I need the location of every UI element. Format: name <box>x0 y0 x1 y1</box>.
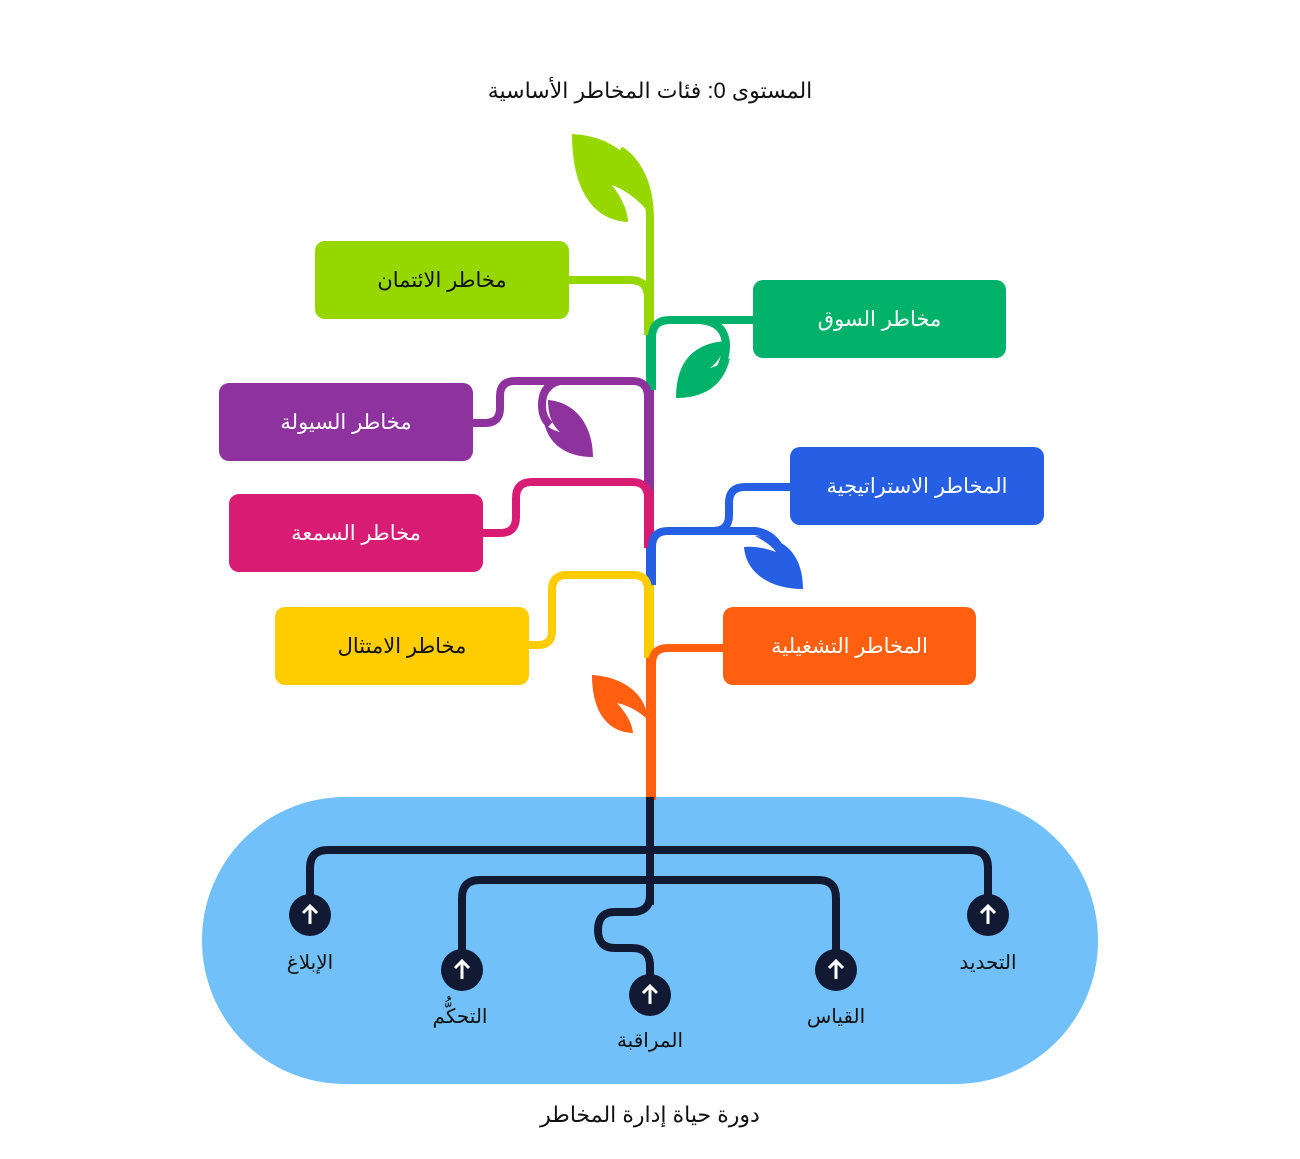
arrow-up-icon <box>453 958 471 979</box>
arrow-up-icon <box>301 903 319 924</box>
connector-operational <box>648 644 730 800</box>
box-credit[interactable] <box>315 241 569 319</box>
label-strategic[interactable]: المخاطر الاستراتيجية <box>826 474 1008 498</box>
leaf-market <box>676 341 730 398</box>
connector-liquidity-leaf <box>537 377 562 429</box>
label-reputation[interactable]: مخاطر السمعة <box>291 521 421 545</box>
label-credit[interactable]: مخاطر الائتمان <box>377 268 507 292</box>
step-label-control: التحكُّم <box>432 1006 488 1028</box>
step-label-measurement: القياس <box>806 1006 866 1028</box>
connector-market <box>648 316 760 390</box>
step-node-measurement[interactable] <box>815 949 857 991</box>
diagram-title: المستوى 0: فئات المخاطر الأساسية <box>487 78 813 103</box>
box-liquidity[interactable] <box>219 383 473 461</box>
root-outer <box>306 846 992 905</box>
box-compliance[interactable] <box>275 607 529 685</box>
step-node-reporting[interactable] <box>289 894 331 936</box>
connector-compliance <box>520 571 652 658</box>
step-node-identification[interactable] <box>967 894 1009 936</box>
box-operational[interactable] <box>723 607 976 685</box>
connector-credit <box>560 276 652 335</box>
root-inner <box>458 876 840 960</box>
lifecycle-title: دورة حياة إدارة المخاطر <box>540 1102 760 1127</box>
label-market[interactable]: مخاطر السوق <box>817 307 942 331</box>
label-compliance[interactable]: مخاطر الامتثال <box>337 634 467 658</box>
arrow-up-icon <box>641 983 659 1004</box>
leaf-liquidity <box>544 400 593 457</box>
label-operational[interactable]: المخاطر التشغيلية <box>771 634 928 658</box>
step-label-monitoring: المراقبة <box>616 1030 684 1052</box>
box-reputation[interactable] <box>229 494 483 572</box>
leaf-credit <box>572 134 650 222</box>
lifecycle-container <box>202 797 1098 1084</box>
label-liquidity[interactable]: مخاطر السيولة <box>280 410 412 434</box>
root-center <box>593 894 654 985</box>
connector-reputation <box>475 478 652 548</box>
box-strategic[interactable] <box>790 447 1044 525</box>
leaf-operational <box>592 675 648 733</box>
arrow-up-icon <box>827 958 845 979</box>
arrow-up-icon <box>979 903 997 924</box>
step-label-identification: التحديد <box>959 952 1017 974</box>
connector-liquidity <box>465 377 652 490</box>
leaf-strategic <box>744 536 803 589</box>
step-label-reporting: الإبلاغ <box>286 952 334 974</box>
step-node-monitoring[interactable] <box>629 974 671 1016</box>
step-node-control[interactable] <box>441 949 483 991</box>
box-market[interactable] <box>753 280 1006 358</box>
